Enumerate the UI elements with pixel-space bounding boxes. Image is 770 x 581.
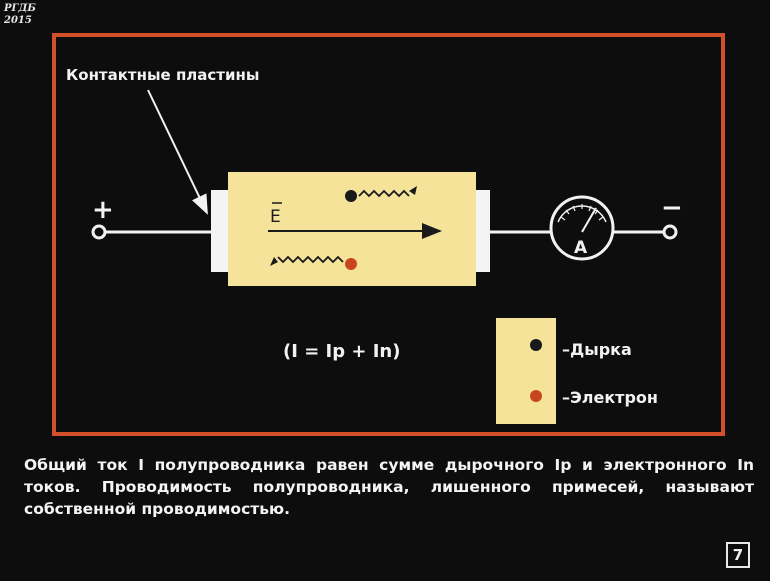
page-number: 7 <box>726 542 750 568</box>
right-contact-plate <box>474 190 490 272</box>
hole-trajectory-head <box>409 186 417 195</box>
current-formula: (I = Ip + In) <box>283 341 400 362</box>
ammeter-symbol: A <box>574 238 588 258</box>
hole-particle <box>345 190 357 202</box>
ammeter: A <box>549 195 615 261</box>
diagram-frame <box>52 33 725 436</box>
legend-box <box>496 318 556 424</box>
watermark: РГДБ 2015 <box>4 3 36 27</box>
plus-sign: + <box>92 195 114 225</box>
left-contact-plate <box>211 190 229 272</box>
field-symbol: E <box>270 207 281 227</box>
right-terminal <box>662 224 678 240</box>
caption: Общий ток I полупроводника равен сумме д… <box>24 454 754 520</box>
watermark-org: РГДБ <box>4 3 36 14</box>
electron-trajectory-head <box>270 257 278 266</box>
watermark-year: 2015 <box>4 15 32 26</box>
hole-trajectory <box>358 189 410 198</box>
ammeter-needle <box>581 207 597 233</box>
legend-electron-label: –Электрон <box>562 388 658 407</box>
electron-trajectory <box>277 255 344 264</box>
caption-text: Общий ток I полупроводника равен сумме д… <box>24 456 754 518</box>
electron-particle <box>345 258 357 270</box>
legend: –Дырка –Электрон <box>496 318 658 424</box>
legend-hole-label: –Дырка <box>562 340 632 359</box>
legend-hole-dot <box>530 339 542 351</box>
contact-plates-label: Контактные пластины <box>66 66 259 84</box>
minus-sign: − <box>661 193 683 223</box>
contact-plates-pointer <box>147 89 208 215</box>
left-terminal <box>91 224 107 240</box>
legend-electron-dot <box>530 390 542 402</box>
